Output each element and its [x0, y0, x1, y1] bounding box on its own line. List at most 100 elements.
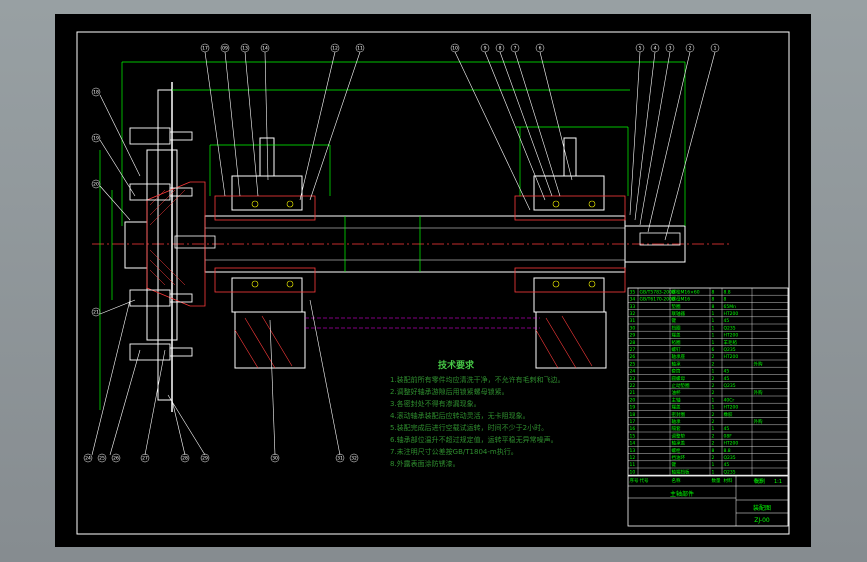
parts-table-cell: 羊毛毡: [724, 339, 738, 346]
parts-table-cell: 1: [712, 469, 715, 475]
parts-table-cell: 19: [630, 405, 636, 411]
parts-table-header: 材料: [724, 477, 733, 484]
parts-table-cell: HT200: [724, 405, 739, 411]
parts-table-cell: 2: [712, 354, 715, 360]
balloon-number: 9: [484, 46, 487, 52]
balloon-number: 09: [222, 46, 228, 52]
parts-table-header: 数量: [712, 477, 721, 484]
part-balloon: [260, 43, 270, 53]
parts-table-cell: 2: [712, 433, 715, 439]
parts-table-cell: 18: [630, 412, 636, 418]
title-block: 主轴部件 装配图 ZJ-00 比例 1:1: [627, 475, 789, 527]
parts-table-cell: 密封圈: [672, 411, 686, 418]
part-balloon: [535, 43, 545, 53]
part-balloon: [480, 43, 490, 53]
parts-table-cell: 8: [724, 297, 727, 303]
part-balloon: [450, 43, 460, 53]
parts-table-cell: 45: [724, 376, 730, 382]
parts-table-cell: 30: [630, 325, 636, 331]
company-name: 装配图: [753, 504, 771, 512]
part-balloon: [650, 43, 660, 53]
parts-table-cell: 40Cr: [724, 397, 735, 403]
part-balloon: [200, 43, 210, 53]
parts-table-cell: 挡油环: [672, 454, 686, 461]
parts-table-cell: 20: [630, 397, 636, 403]
parts-table-cell: 1: [712, 405, 715, 411]
part-balloon: [220, 43, 230, 53]
balloon-number: 24: [85, 456, 91, 462]
parts-table-cell: 螺栓M16×60: [672, 288, 700, 295]
parts-table-cell: 隔套: [672, 425, 681, 432]
part-balloon: [270, 453, 280, 463]
part-balloon: [665, 43, 675, 53]
parts-table-cell: 挡圈: [672, 324, 681, 331]
balloon-number: 2: [689, 46, 692, 52]
parts-table-cell: 24: [630, 369, 636, 375]
parts-table-cell: 橡胶: [724, 411, 733, 418]
parts-table-cell: Q235: [724, 455, 736, 461]
part-balloon: [91, 133, 101, 143]
parts-table-cell: 8: [712, 304, 715, 310]
dimension-lines: [99, 61, 686, 410]
balloon-number: 5: [639, 46, 642, 52]
scale-value: 1:1: [774, 479, 782, 485]
parts-table-cell: 31: [630, 318, 636, 324]
parts-table-cell: HT200: [724, 441, 739, 447]
drawing-number: ZJ-00: [754, 517, 770, 524]
parts-table-cell: 25: [630, 361, 636, 367]
parts-table-cell: 8: [712, 448, 715, 454]
part-balloon: [355, 43, 365, 53]
parts-table-cell: Q235: [724, 469, 736, 475]
tech-requirement-line: 4.滚动轴承装配后应转动灵活，无卡阻现象。: [390, 411, 530, 420]
parts-table-cell: 28: [630, 340, 636, 346]
parts-table-cell: HT200: [724, 311, 739, 317]
parts-table-cell: 轴承盖: [672, 440, 686, 447]
parts-table-cell: 2: [712, 361, 715, 367]
parts-table-cell: 轴承: [672, 418, 681, 425]
parts-table-cell: 油杯: [672, 389, 681, 396]
part-balloon: [495, 43, 505, 53]
parts-table-cell: 轴承座: [672, 353, 686, 360]
balloon-number: 8: [499, 46, 502, 52]
parts-table-cell: 26: [630, 354, 636, 360]
parts-table-cell: 45: [724, 462, 730, 468]
parts-table-cell: 螺母M16: [672, 296, 691, 303]
parts-table-cell: 主轴: [672, 396, 681, 403]
parts-table-cell: 35: [630, 289, 636, 295]
balloon-number: 11: [357, 46, 363, 52]
parts-table-cell: 08F: [724, 433, 733, 439]
parts-table-cell: 11: [630, 462, 636, 468]
parts-table-cell: 29: [630, 333, 636, 339]
balloon-number: 14: [262, 46, 268, 52]
parts-table-cell: 17: [630, 419, 636, 425]
tech-requirement-line: 6.轴承部位温升不超过规定值，运转平稳无异常噪声。: [390, 435, 558, 444]
parts-table-cell: 毡圈: [672, 339, 681, 346]
parts-table-cell: 螺钉: [672, 346, 681, 353]
balloon-number: 27: [142, 456, 148, 462]
parts-table-cell: 8: [712, 289, 715, 295]
parts-table-cell: 2: [712, 419, 715, 425]
parts-table-cell: HT200: [724, 333, 739, 339]
part-balloon: [91, 307, 101, 317]
parts-table-cell: 65Mn: [724, 304, 737, 310]
balloon-number: 13: [242, 46, 248, 52]
parts-table-cell: 外购: [754, 360, 763, 367]
parts-table-cell: 1: [712, 311, 715, 317]
tech-requirement-line: 8.外露表面涂防锈漆。: [390, 459, 460, 468]
parts-table-cell: 套筒: [672, 368, 681, 375]
parts-table-cell: 14: [630, 441, 636, 447]
parts-table-cell: 27: [630, 347, 636, 353]
part-balloon: [83, 453, 93, 463]
parts-table-cell: 8.8: [724, 289, 731, 295]
parts-table-cell: 端盖: [672, 404, 681, 411]
drawing-frame: [76, 31, 790, 535]
balloon-number: 12: [332, 46, 338, 52]
balloon-number: 25: [99, 456, 105, 462]
balloon-number: 30: [272, 456, 278, 462]
balloon-number: 29: [202, 456, 208, 462]
parts-table-cell: 螺栓: [672, 447, 681, 454]
